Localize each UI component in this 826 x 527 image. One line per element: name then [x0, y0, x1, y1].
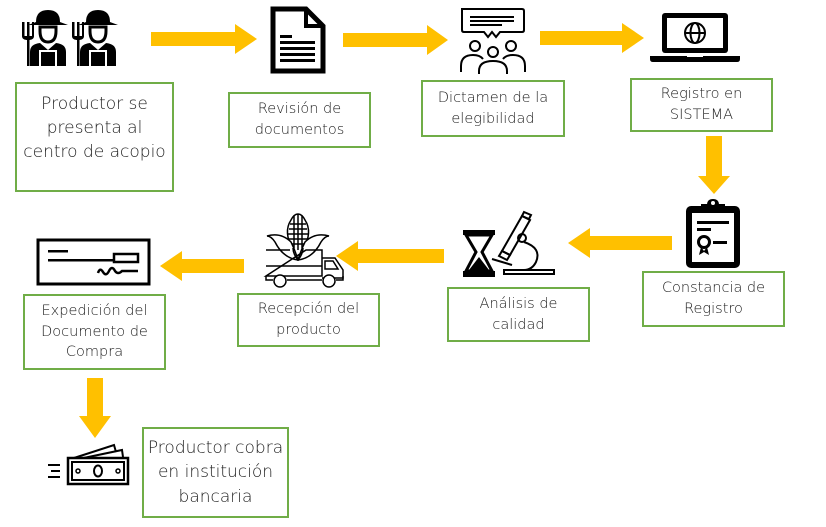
check-document-icon — [36, 238, 151, 286]
farmers-icon — [22, 8, 122, 66]
money-bill-icon — [44, 443, 134, 487]
corn-truck-icon — [263, 212, 348, 292]
step-6-label: Análisis de calidad — [479, 295, 558, 333]
arrow-step8-to-step9 — [79, 378, 111, 438]
step-9-box: Productor cobra en institución bancaria — [142, 427, 289, 518]
step-8-label: Expedición del Documento de Compra — [41, 303, 148, 361]
document-icon — [270, 6, 326, 74]
step-5-box: Constancia de Registro — [642, 271, 785, 327]
hourglass-microscope-icon — [460, 210, 555, 278]
laptop-globe-icon — [650, 10, 740, 64]
step-1-box: Productor se presenta al centro de acopi… — [15, 82, 174, 192]
clipboard-certificate-icon — [683, 199, 743, 271]
microscope-icon — [491, 210, 555, 275]
arrow-step1-to-step2 — [151, 24, 257, 54]
step-5-label: Constancia de Registro — [661, 280, 766, 317]
step-1-label: Productor se presenta al centro de acopi… — [23, 94, 166, 163]
arrow-step4-to-step5 — [698, 136, 730, 194]
arrow-step2-to-step3 — [343, 25, 448, 55]
arrow-step5-to-step6 — [568, 228, 672, 258]
meeting-discussion-icon — [458, 6, 528, 74]
step-6-box: Análisis de calidad — [447, 287, 590, 342]
step-8-box: Expedición del Documento de Compra — [23, 294, 166, 370]
step-7-box: Recepción del producto — [237, 293, 380, 347]
step-3-label: Dictamen de la elegibilidad — [437, 89, 549, 127]
arrow-step3-to-step4 — [540, 23, 644, 53]
arrow-step6-to-step7 — [336, 241, 444, 271]
step-9-label: Productor cobra en institución bancaria — [147, 438, 284, 507]
hourglass-icon — [463, 230, 495, 277]
step-3-box: Dictamen de la elegibilidad — [421, 80, 565, 137]
step-7-label: Recepción del producto — [257, 301, 360, 338]
step-4-box: Registro en SISTEMA — [630, 78, 773, 132]
arrow-step7-to-step8 — [160, 251, 244, 281]
step-4-label: Registro en SISTEMA — [660, 86, 743, 123]
step-2-box: Revisión de documentos — [228, 92, 371, 148]
step-2-label: Revisión de documentos — [254, 101, 345, 138]
